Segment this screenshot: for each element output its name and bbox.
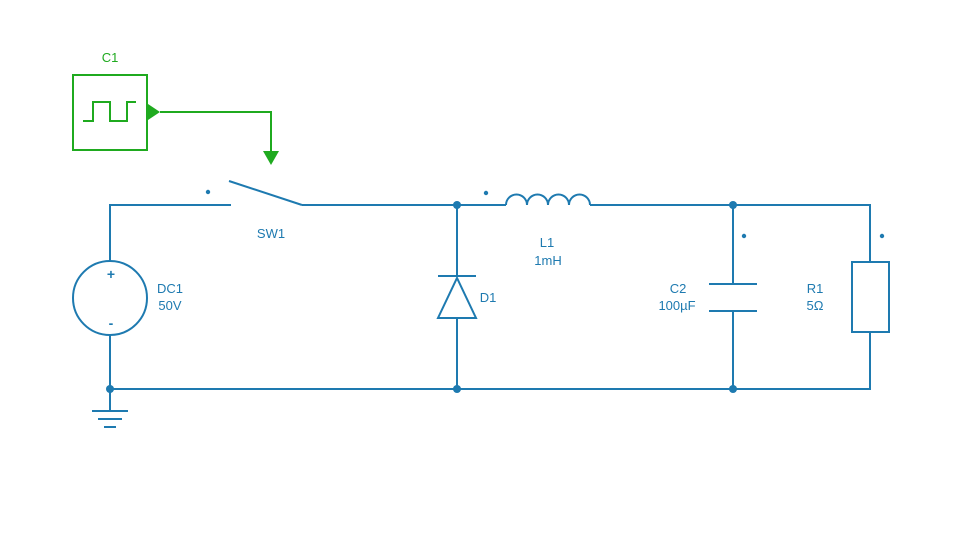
switch-ref-label: SW1 (257, 226, 285, 241)
plus-sign: + (107, 266, 115, 282)
control-input-arrow-icon (263, 151, 279, 165)
clock-output-arrow-icon (148, 104, 160, 120)
switch-blade (228, 180, 303, 206)
dc-source-dc1[interactable]: + - DC1 50V (72, 260, 183, 336)
clock-source-c1[interactable]: C1 (72, 50, 279, 165)
wire-ground-return[interactable] (109, 332, 871, 390)
resistor-polarity-dot (879, 233, 885, 239)
wire-source-to-switch[interactable] (109, 204, 205, 262)
capacitor-c2[interactable]: C2 100µF (658, 233, 757, 313)
switch-sw1[interactable]: SW1 (205, 180, 303, 241)
wire-inductor-to-load[interactable] (590, 204, 871, 262)
junction-node-diode-bottom (453, 385, 461, 393)
dc-source-body (72, 260, 148, 336)
wires (109, 204, 871, 410)
capacitor-value-label: 100µF (658, 298, 695, 313)
diode-ref-label: D1 (480, 290, 497, 305)
junction-node-cap-top (729, 201, 737, 209)
ground-symbol-icon (92, 410, 128, 428)
resistor-value-label: 5Ω (807, 298, 824, 313)
resistor-ref-label: R1 (807, 281, 824, 296)
junction-node-switch-diode (453, 201, 461, 209)
junction-node-ground (106, 385, 114, 393)
inductor-value-label: 1mH (534, 253, 561, 268)
resistor-body (851, 261, 890, 333)
minus-sign: - (109, 315, 114, 331)
capacitor-ref-label: C2 (670, 281, 687, 296)
inductor-coil (505, 193, 591, 206)
source-ref-label: DC1 (157, 281, 183, 296)
inductor-l1[interactable]: L1 1mH (483, 190, 591, 268)
switch-polarity-dot (205, 189, 211, 195)
source-value-label: 50V (158, 298, 181, 313)
capacitor-polarity-dot (741, 233, 747, 239)
junction-node-cap-bottom (729, 385, 737, 393)
square-wave-icon (83, 101, 136, 122)
diode-d1[interactable]: D1 (436, 275, 497, 319)
control-signal-wire[interactable] (160, 111, 272, 152)
inductor-polarity-dot (483, 190, 489, 196)
inductor-ref-label: L1 (540, 235, 554, 250)
diode-triangle (436, 275, 478, 319)
clock-body (72, 74, 148, 151)
resistor-r1[interactable]: R1 5Ω (807, 233, 890, 333)
clock-ref-label: C1 (102, 50, 119, 65)
